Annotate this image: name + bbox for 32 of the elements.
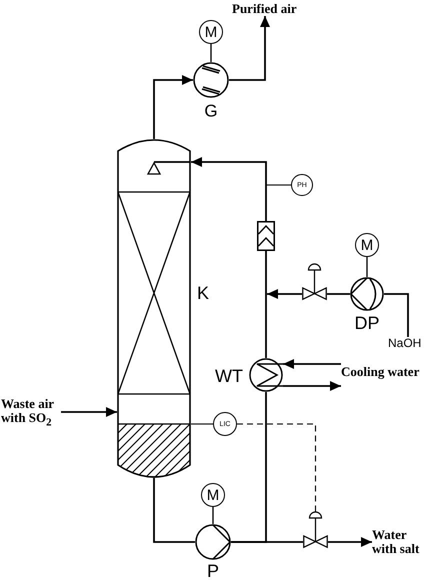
signal-line <box>237 423 316 512</box>
pipe-line <box>327 293 350 295</box>
flow-arrow <box>267 289 302 299</box>
pipe-line <box>265 251 267 358</box>
equipment-label: DP <box>354 314 380 332</box>
motor-symbol: M <box>355 233 379 257</box>
impulse-line <box>191 423 213 425</box>
motor-symbol: M <box>201 483 225 507</box>
motor-shaft <box>212 507 214 524</box>
stream-label: NaOH <box>388 337 422 350</box>
stream-label: Water with salt <box>372 528 427 556</box>
motor-symbol: M <box>199 20 223 44</box>
equipment-label: P <box>207 562 219 580</box>
impulse-line <box>266 184 291 186</box>
equipment-label: K <box>197 284 209 302</box>
flow-arrow <box>229 16 270 81</box>
motor-shaft <box>366 257 368 277</box>
flow-arrow <box>283 381 341 391</box>
flow-arrow <box>328 537 372 547</box>
flow-arrow <box>61 407 117 417</box>
stream-label: Waste air with SO$_{2}$ <box>1 397 61 430</box>
equipment-label: G <box>204 102 218 120</box>
pipe-line <box>153 478 195 543</box>
stream-label: Purified air <box>232 2 297 16</box>
pipe-line <box>231 541 303 543</box>
equipment-label: WT <box>215 367 243 385</box>
flow-arrow <box>283 359 341 369</box>
flow-arrow <box>191 157 267 221</box>
stream-label: Cooling water <box>341 358 420 386</box>
motor-shaft <box>210 44 212 62</box>
pipe-line <box>384 293 409 337</box>
flow-arrow <box>153 75 193 139</box>
